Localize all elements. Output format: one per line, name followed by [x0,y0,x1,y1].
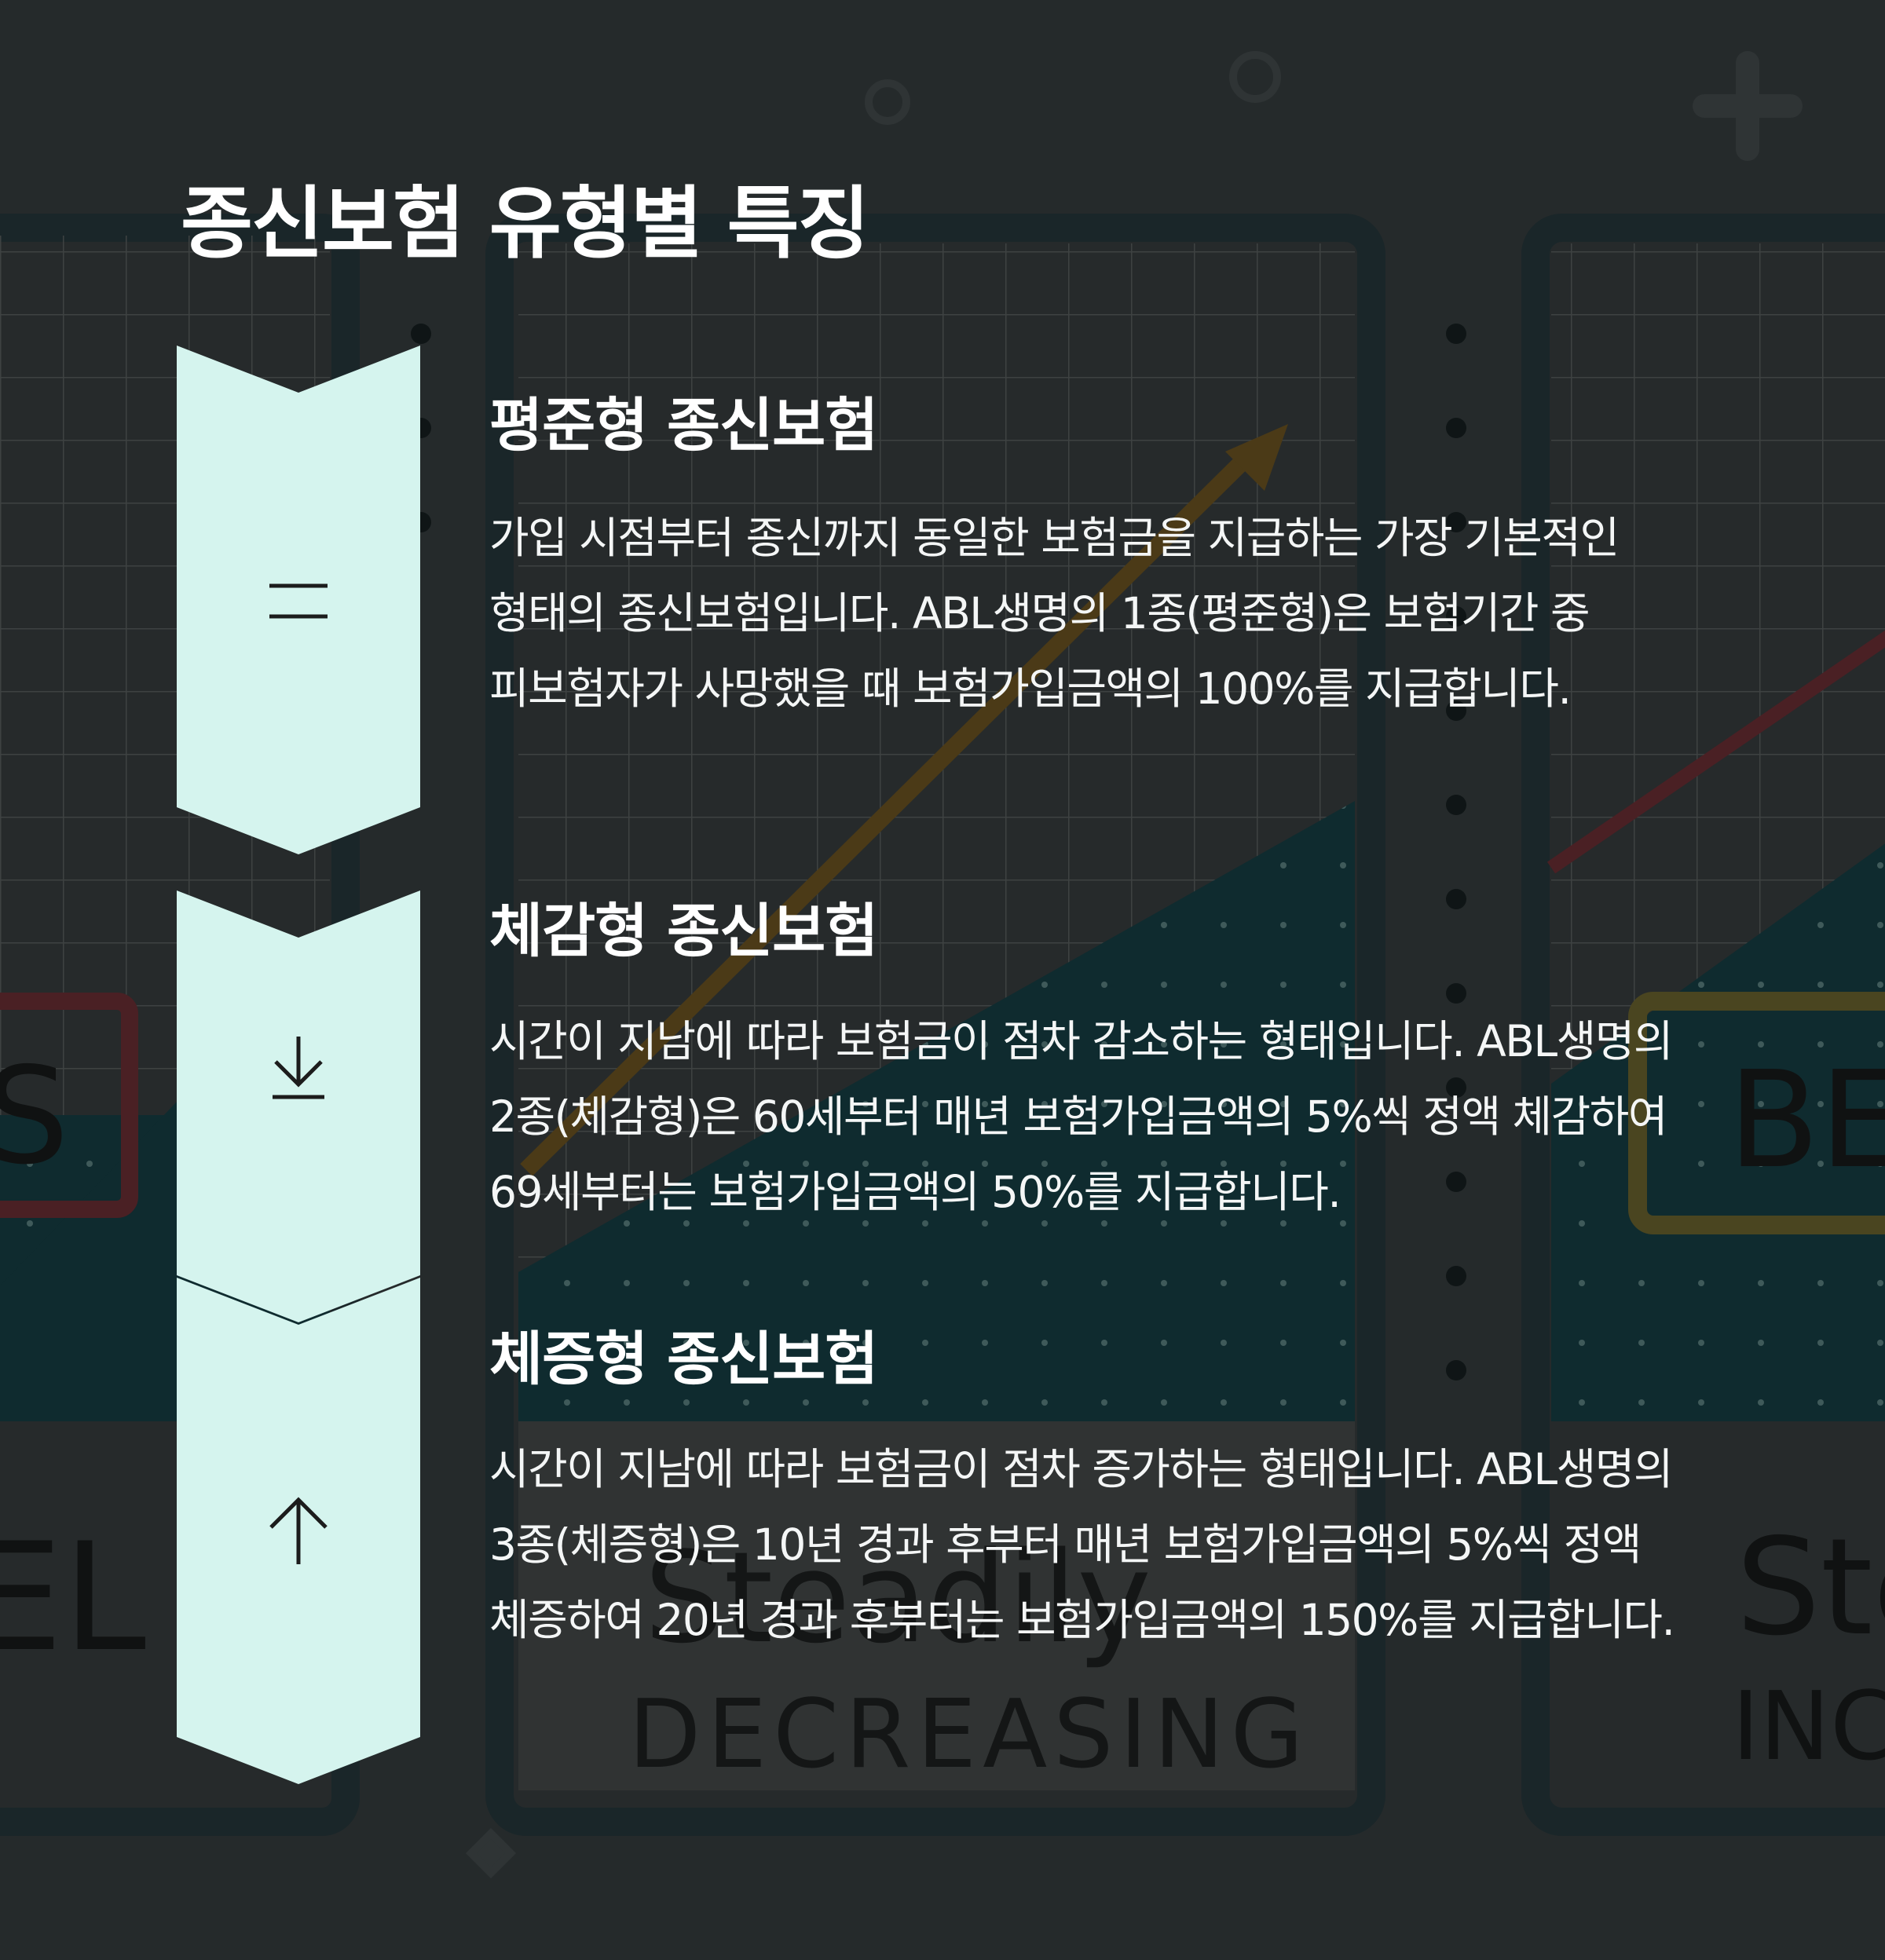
chevron-step-2 [177,890,420,1322]
bg-card-middle-word-2: DECREASING [628,1680,1310,1790]
item-description-increasing: 시간이 지남에 따라 보험금이 점차 증가하는 형태입니다. ABL생명의 3종… [489,1444,1675,1645]
equals-icon [269,583,328,619]
item-title-level: 평준형 종신보험 [489,392,878,459]
bg-card-left-letter: S [0,1039,69,1194]
bg-card-right-letters: BE [1728,1043,1885,1198]
item-description-decreasing: 시간이 지남에 따라 보험금이 점차 감소하는 형태입니다. ABL생명의 2종… [489,1016,1673,1217]
bg-card-middle-word-1: Steadily [644,1524,1151,1671]
bg-card-right-word-1: Ste [1736,1510,1885,1666]
chevron-step-1 [177,346,420,854]
arrow-down-to-line-icon [273,1037,324,1099]
bg-card-middle: Steadily DECREASING [411,214,1466,1836]
page-title: 종신보험 유형별 특징 [181,177,870,269]
bg-card-right: BE Ste INC [1521,214,1885,1836]
bg-card-right-word-2: INC [1732,1673,1885,1782]
bg-card-left-word: EL [0,1511,146,1684]
item-description-level: 가입 시점부터 종신까지 동일한 보험금을 지급하는 가장 기본적인 형태의 종… [489,513,1620,714]
item-title-increasing: 체증형 종신보험 [489,1326,878,1393]
decor-shapes [465,51,1803,1879]
arrow-up-icon [269,1497,328,1564]
item-title-decreasing: 체감형 종신보험 [489,898,878,965]
